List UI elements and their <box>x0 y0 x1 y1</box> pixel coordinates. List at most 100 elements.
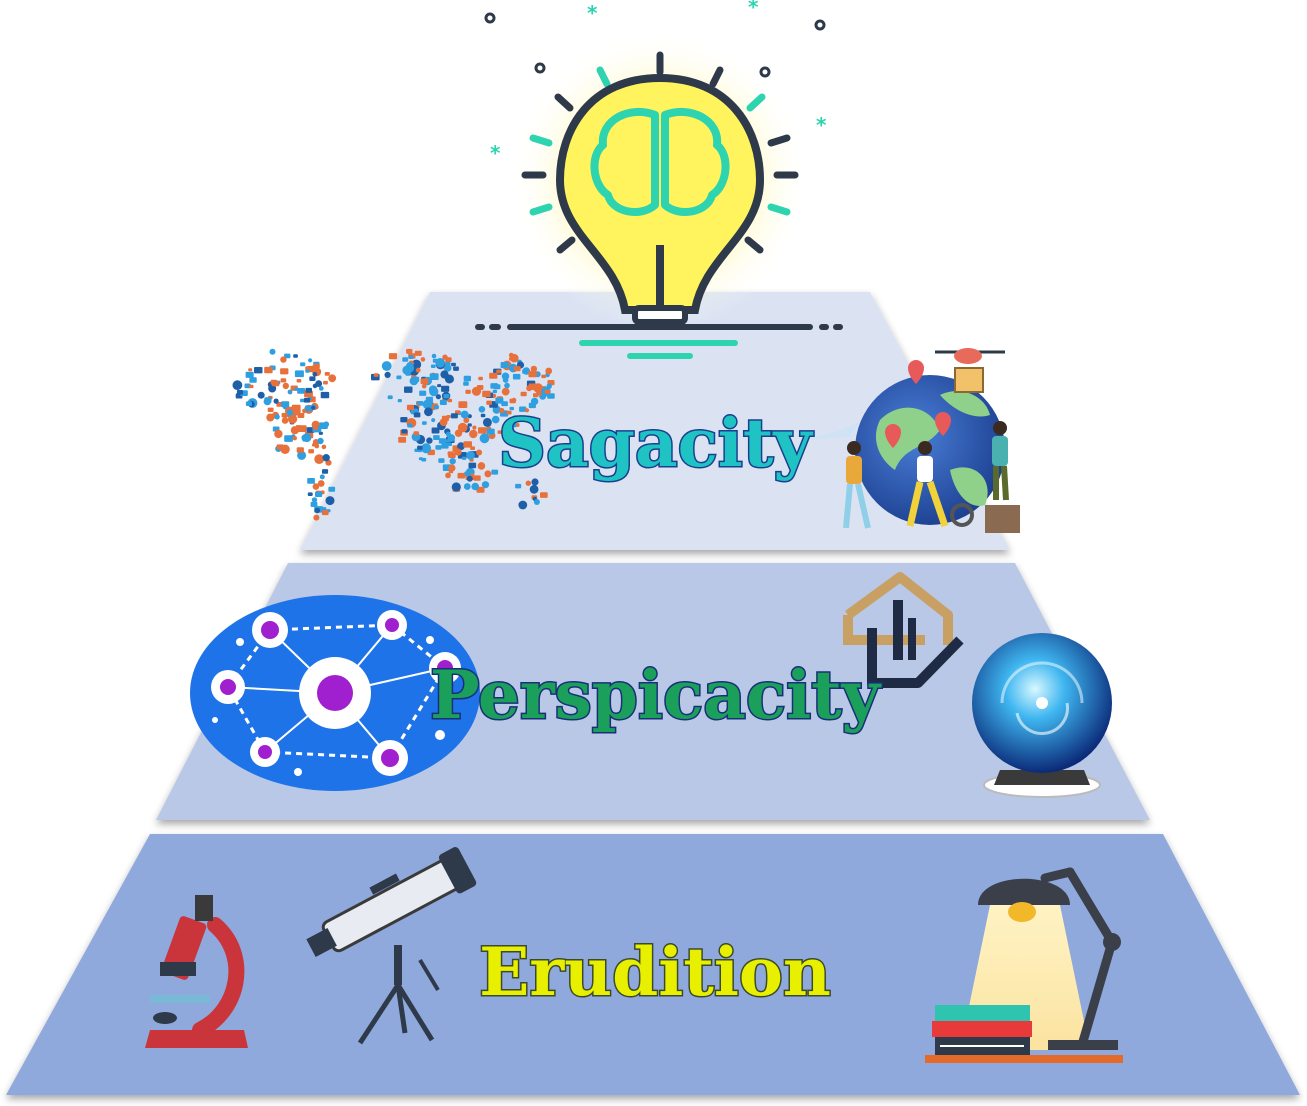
map-glyph <box>455 410 460 414</box>
map-glyph <box>232 380 243 391</box>
map-glyph <box>249 377 257 383</box>
map-glyph <box>519 406 527 412</box>
map-glyph <box>520 391 527 397</box>
map-glyph <box>463 441 472 448</box>
map-glyph <box>443 364 452 372</box>
map-glyph <box>314 454 325 464</box>
map-glyph <box>454 448 462 456</box>
map-glyph <box>482 390 491 398</box>
map-glyph <box>318 431 323 435</box>
map-glyph <box>544 389 551 394</box>
map-glyph <box>441 385 450 392</box>
map-glyph <box>249 384 254 389</box>
map-glyph <box>497 430 503 434</box>
map-glyph <box>319 474 325 480</box>
map-glyph <box>413 412 421 418</box>
map-glyph <box>422 421 427 425</box>
map-glyph <box>293 354 298 358</box>
map-glyph <box>450 413 458 419</box>
map-glyph <box>321 444 327 450</box>
map-glyph <box>305 369 310 373</box>
map-glyph <box>486 428 495 435</box>
map-glyph <box>476 449 483 456</box>
map-glyph <box>420 378 429 385</box>
map-glyph <box>328 374 337 383</box>
map-glyph <box>297 450 307 460</box>
map-glyph <box>414 350 422 356</box>
map-glyph <box>302 433 312 443</box>
tier-label-sagacity: Sagacity <box>498 404 813 482</box>
map-glyph <box>439 399 447 405</box>
map-glyph <box>397 399 402 403</box>
map-glyph <box>506 410 512 415</box>
map-glyph <box>530 365 538 373</box>
map-glyph <box>522 367 531 375</box>
map-glyph <box>269 348 276 355</box>
map-glyph <box>312 483 320 490</box>
map-glyph <box>413 431 419 436</box>
map-glyph <box>428 385 437 394</box>
map-glyph <box>281 412 288 418</box>
map-glyph <box>461 456 467 460</box>
abstract-logo-icon <box>843 572 964 688</box>
map-glyph <box>468 462 477 469</box>
map-glyph <box>281 401 290 408</box>
map-glyph <box>421 443 432 454</box>
map-glyph <box>417 445 423 450</box>
map-glyph <box>424 407 433 417</box>
map-glyph <box>458 401 468 408</box>
map-glyph <box>447 398 453 403</box>
map-glyph <box>431 427 440 434</box>
map-glyph <box>312 425 319 430</box>
map-glyph <box>267 407 274 412</box>
map-glyph <box>463 375 471 382</box>
map-glyph <box>317 480 325 487</box>
globe-travel-icon <box>805 348 1020 533</box>
map-glyph <box>465 389 471 394</box>
map-glyph <box>322 469 329 474</box>
map-glyph <box>318 386 324 391</box>
map-glyph <box>307 478 315 484</box>
map-glyph <box>457 422 468 433</box>
map-glyph <box>451 482 461 492</box>
tier-label-perspicacity: Perspicacity <box>430 656 882 734</box>
map-glyph <box>312 372 318 377</box>
map-glyph <box>509 422 517 428</box>
map-glyph <box>478 406 486 413</box>
map-glyph <box>309 376 316 381</box>
map-glyph <box>526 385 533 392</box>
map-glyph <box>384 371 391 378</box>
map-glyph <box>236 390 243 395</box>
map-glyph <box>478 427 487 434</box>
map-glyph <box>412 376 420 382</box>
svg-text:*: * <box>587 1 598 25</box>
map-glyph <box>418 457 423 461</box>
map-glyph <box>431 418 436 423</box>
map-glyph <box>467 414 472 419</box>
map-glyph <box>447 434 456 442</box>
map-glyph <box>405 371 411 376</box>
map-glyph <box>547 393 555 399</box>
map-glyph <box>408 355 414 359</box>
map-glyph <box>245 371 254 378</box>
map-glyph <box>515 483 522 489</box>
map-glyph <box>430 364 436 368</box>
map-glyph <box>421 383 427 389</box>
map-glyph <box>420 357 426 362</box>
map-glyph <box>273 398 279 404</box>
map-glyph <box>248 368 253 372</box>
map-glyph <box>439 418 448 427</box>
map-glyph <box>531 478 539 486</box>
map-glyph <box>263 397 272 406</box>
telescope-icon <box>306 847 477 1045</box>
map-glyph <box>511 397 517 403</box>
map-glyph <box>307 492 313 496</box>
map-glyph <box>297 388 305 394</box>
map-glyph <box>431 353 437 359</box>
map-glyph <box>415 367 421 373</box>
crystal-ball-icon <box>972 633 1112 798</box>
map-glyph <box>381 361 392 371</box>
map-glyph <box>447 451 454 456</box>
map-glyph <box>274 414 280 420</box>
